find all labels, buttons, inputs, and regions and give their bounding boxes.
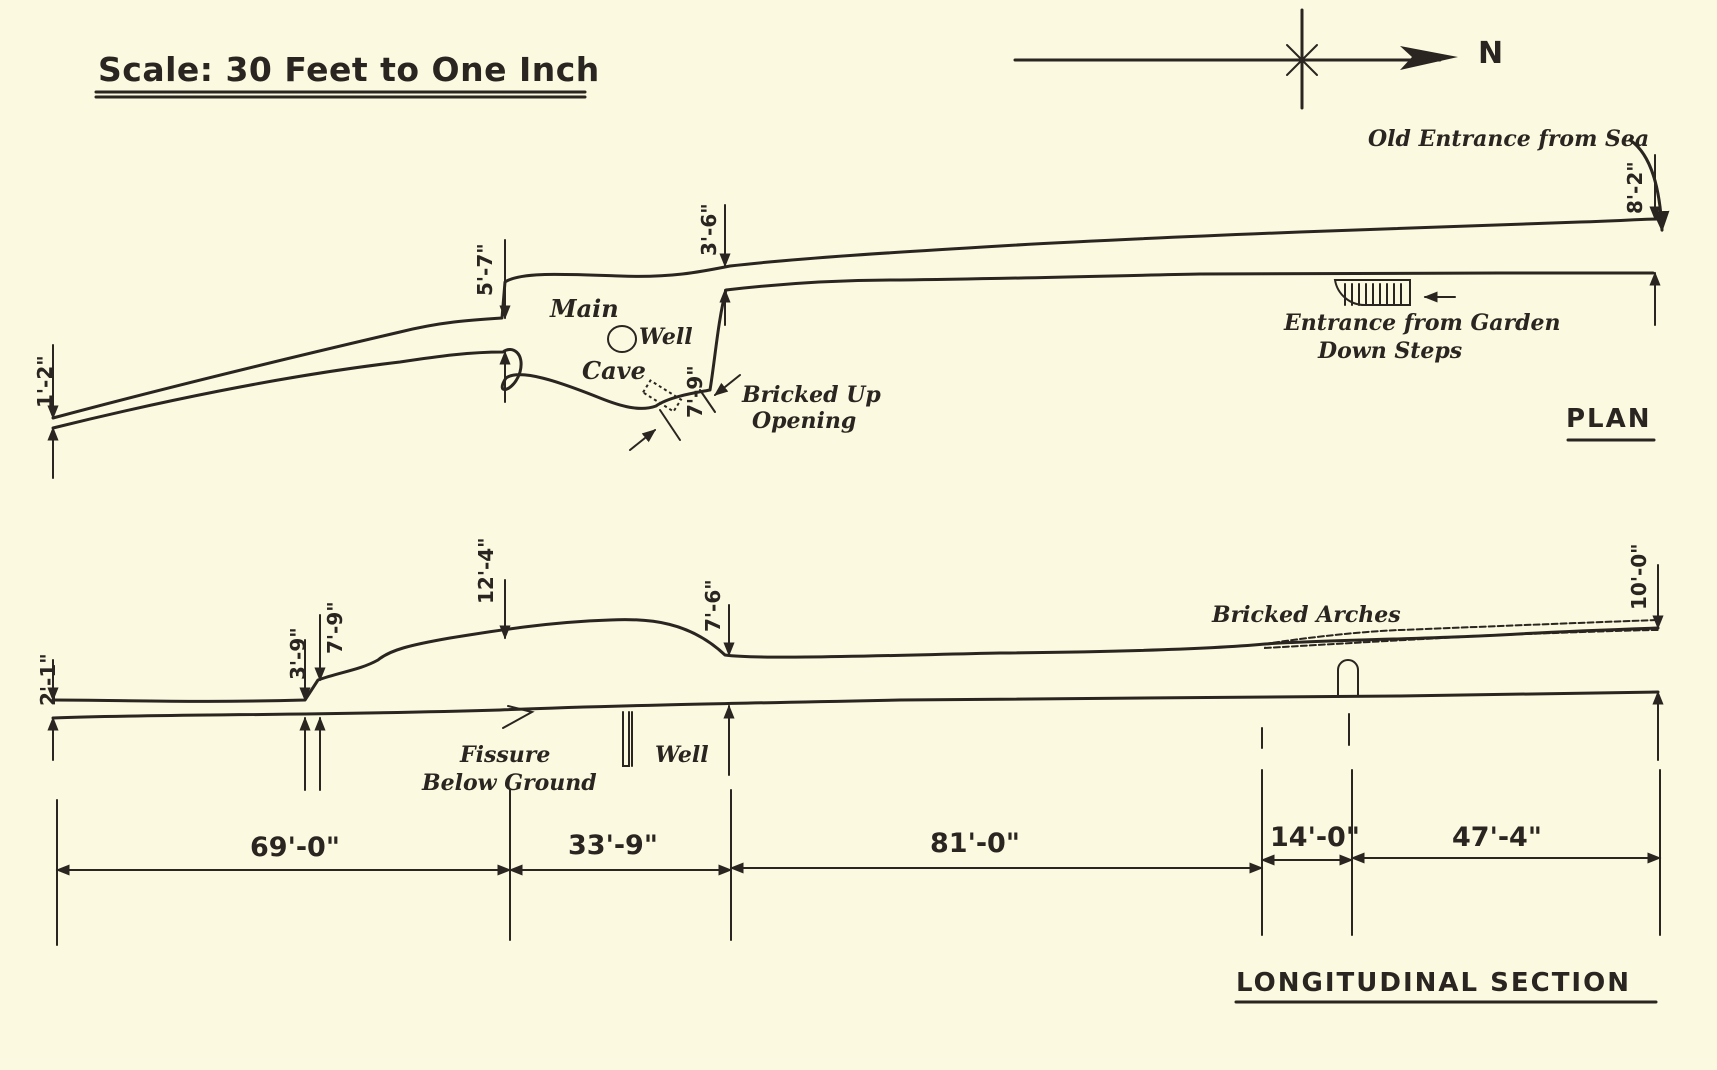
length-dimension-line [55,769,1662,946]
length-1: 69'-0" [250,832,340,863]
fissure-label: Fissure [460,742,551,768]
section-height-5: 7'-6" [701,579,725,632]
section-height-3: 7'-9" [323,601,347,654]
plan-width-4: 7'-9" [683,365,707,418]
main-label: Main [550,294,619,323]
section-height-4: 12'-4" [474,537,498,604]
north-label: N [1478,36,1504,71]
length-5: 47'-4" [1452,822,1542,853]
length-3: 81'-0" [930,828,1020,859]
section-height-1: 2'-1" [36,653,60,706]
old-entrance-label: Old Entrance from Sea [1368,126,1650,152]
section-well-label: Well [655,742,709,768]
garden-entrance-label: Entrance from Garden [1284,310,1561,336]
garden-steps-label: Down Steps [1318,338,1463,364]
section-height-2: 3'-9" [286,627,310,680]
plan-width-2: 5'-7" [473,243,497,296]
length-2: 33'-9" [568,830,658,861]
plan-title: PLAN [1566,404,1652,434]
plan-outline [47,138,1670,479]
section-outline [47,564,1664,791]
plan-width-5: 8'-2" [1623,161,1647,214]
section-title: LONGITUDINAL SECTION [1236,968,1631,998]
scale-title: Scale: 30 Feet to One Inch [98,50,600,89]
length-4: 14'-0" [1270,822,1360,853]
well-label: Well [639,324,693,350]
north-arrow-icon [1013,8,1458,110]
bricked-arches-label: Bricked Arches [1212,602,1401,628]
plan-width-1: 1'-2" [33,355,57,408]
scale-underline [94,90,587,99]
plan-width-3: 3'-6" [697,203,721,256]
bricked-up-label: Bricked Up [742,382,881,408]
opening-label: Opening [752,408,857,434]
cave-label: Cave [582,356,646,385]
section-height-6: 10'-0" [1627,543,1651,610]
fissure-below-label: Below Ground [422,770,597,796]
